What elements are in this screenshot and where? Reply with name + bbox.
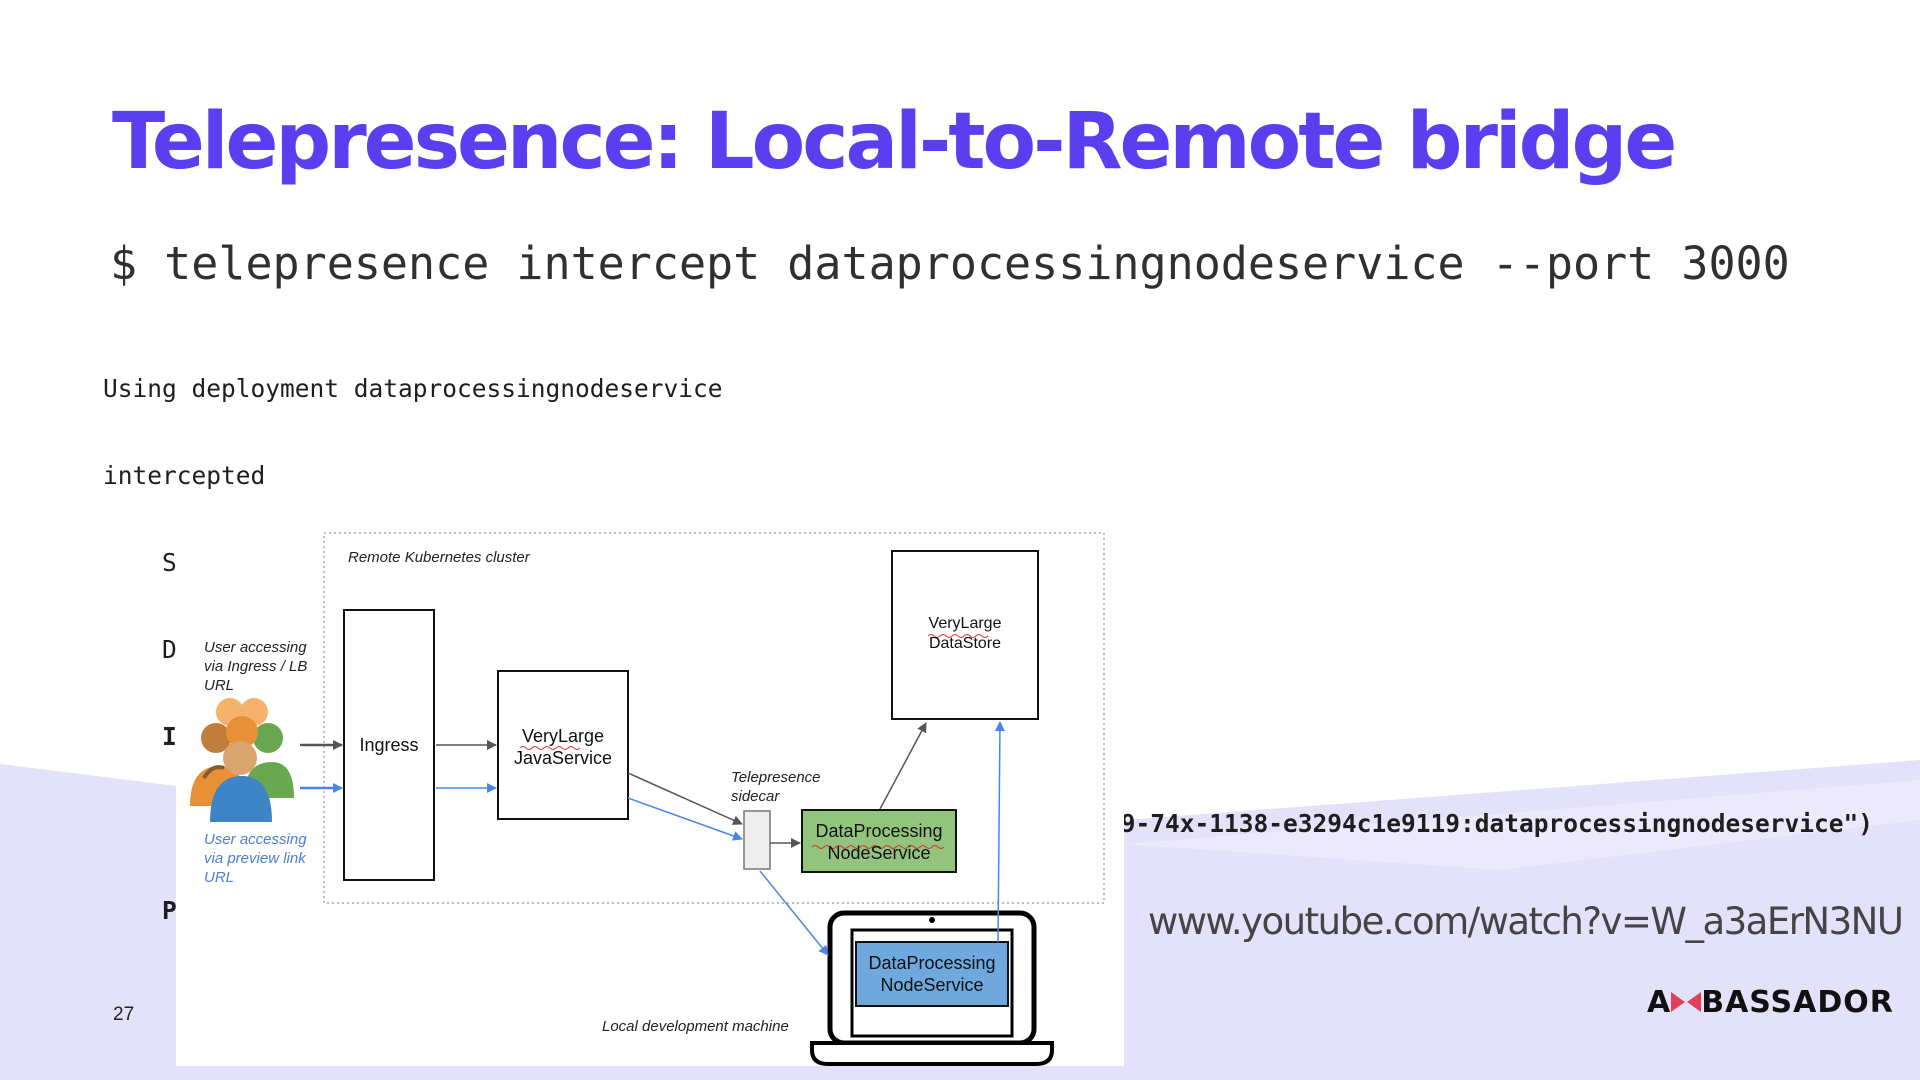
- users-icon: [190, 698, 294, 822]
- user-preview-label: User accessing via preview link URL: [204, 830, 307, 887]
- logo-text-right: BASSADOR: [1701, 985, 1894, 1020]
- label-line: NodeService: [880, 975, 984, 995]
- java-service-label: VeryLarge JavaService: [498, 725, 628, 769]
- label-line: NodeService: [827, 843, 931, 863]
- user-ingress-label: User accessing via Ingress / LB URL: [204, 638, 307, 695]
- label-line: via preview link: [204, 850, 306, 867]
- command-line: $ telepresence intercept dataprocessingn…: [110, 237, 1790, 290]
- slide-title: Telepresence: Local-to-Remote bridge: [112, 97, 1677, 187]
- local-node-service-label: DataProcessing NodeService: [856, 952, 1008, 996]
- label-line: VeryLarge: [928, 615, 1002, 632]
- remote-node-service-box: [801, 809, 957, 873]
- label-line: DataProcessing: [868, 953, 996, 973]
- output-line: intercepted: [103, 461, 266, 490]
- cluster-boundary: [323, 532, 1105, 904]
- sidecar-label: Telepresence sidecar: [731, 768, 821, 806]
- label-line: URL: [204, 677, 235, 694]
- video-link[interactable]: www.youtube.com/watch?v=W_a3aErN3NU: [1148, 900, 1904, 943]
- label-line: User accessing: [204, 639, 307, 656]
- cluster-label: Remote Kubernetes cluster: [348, 549, 530, 566]
- bowtie-icon: [1671, 992, 1702, 1012]
- java-service-box: [497, 670, 629, 820]
- label-line: User accessing: [204, 831, 307, 848]
- remote-node-service-label: DataProcessing NodeService: [802, 820, 956, 864]
- ambassador-logo: A BASSADOR: [1647, 985, 1894, 1020]
- label-line: JavaService: [513, 748, 613, 768]
- architecture-diagram: Remote Kubernetes cluster User accessing…: [176, 528, 1124, 1066]
- page-number: 27: [113, 1004, 135, 1025]
- label-line: URL: [204, 869, 235, 886]
- ingress-box: [343, 609, 435, 881]
- logo-text-left: A: [1647, 985, 1672, 1020]
- local-node-service-box: [855, 941, 1009, 1007]
- label-line: DataProcessing: [815, 821, 943, 841]
- sidecar-box: [743, 810, 771, 870]
- local-machine-label: Local development machine: [602, 1018, 789, 1035]
- diagram-graphics: [190, 532, 1105, 1066]
- label-line: via Ingress / LB: [204, 658, 308, 675]
- label-line: Telepresence: [731, 769, 821, 786]
- ingress-label: Ingress: [359, 735, 419, 755]
- label-line: sidecar: [731, 788, 780, 805]
- label-line: DataStore: [928, 635, 1002, 652]
- datastore-label: VeryLarge DataStore: [892, 614, 1038, 654]
- label-line: VeryLarge: [521, 726, 605, 746]
- output-line: Using deployment dataprocessingnodeservi…: [103, 374, 723, 403]
